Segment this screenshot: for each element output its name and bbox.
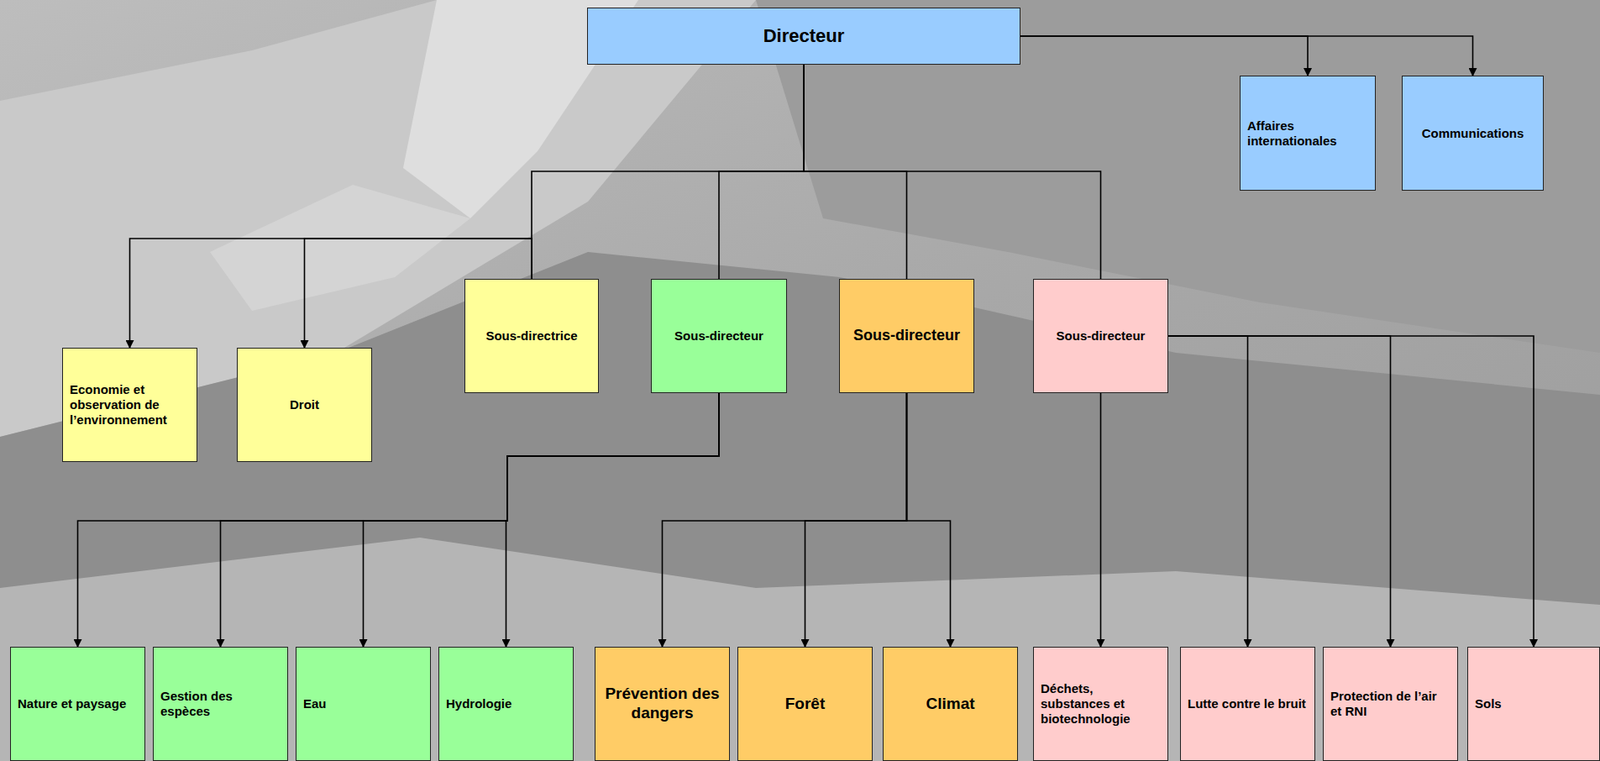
connector bbox=[1168, 335, 1391, 647]
connector bbox=[803, 64, 1102, 279]
box-label: Communications bbox=[1409, 125, 1537, 142]
connector bbox=[363, 393, 720, 647]
connector bbox=[506, 393, 720, 647]
connector bbox=[662, 393, 908, 647]
connector bbox=[907, 393, 951, 647]
division-box: Droit bbox=[236, 347, 373, 462]
division-box: Climat bbox=[882, 646, 1018, 761]
connector bbox=[1100, 393, 1102, 647]
box-label: Prévention des dangers bbox=[602, 684, 723, 724]
division-box: Eau bbox=[295, 646, 431, 761]
division-box: Forêt bbox=[737, 646, 873, 761]
box-label: Sols bbox=[1474, 696, 1593, 712]
division-box: Sols bbox=[1467, 646, 1600, 761]
box-label: Sous-directrice bbox=[472, 328, 592, 344]
box-label: Climat bbox=[890, 694, 1011, 714]
box-label: Protection de l’air et RNI bbox=[1330, 688, 1451, 719]
box-label: Directeur bbox=[594, 25, 1013, 48]
division-box: Gestion des espèces bbox=[152, 646, 289, 761]
division-box: Economie et observation de l’environneme… bbox=[62, 347, 198, 462]
deputy-box: Sous-directrice bbox=[464, 278, 599, 394]
box-label: Hydrologie bbox=[445, 696, 567, 712]
director-box: Directeur bbox=[587, 7, 1021, 65]
connector bbox=[1020, 36, 1308, 76]
connector bbox=[805, 393, 908, 647]
box-label: Sous-directeur bbox=[846, 326, 967, 346]
connector bbox=[1168, 335, 1249, 647]
box-label: Sous-directeur bbox=[1040, 328, 1161, 344]
deputy-box: Sous-directeur bbox=[650, 278, 787, 394]
connector bbox=[1020, 36, 1474, 76]
connector bbox=[718, 64, 804, 279]
box-label: Eau bbox=[303, 696, 424, 712]
box-label: Nature et paysage bbox=[17, 696, 138, 712]
box-label: Forêt bbox=[744, 694, 866, 714]
box-label: Déchets, substances et biotechnologie bbox=[1040, 681, 1161, 727]
box-label: Economie et observation de l’environneme… bbox=[69, 382, 190, 428]
division-box: Lutte contre le bruit bbox=[1180, 646, 1316, 761]
box-label: Gestion des espèces bbox=[160, 688, 281, 719]
unit-box: Communications bbox=[1401, 75, 1544, 191]
box-label: Affaires internationales bbox=[1247, 118, 1369, 149]
box-label: Droit bbox=[244, 397, 365, 413]
division-box: Hydrologie bbox=[438, 646, 574, 761]
connector bbox=[531, 64, 804, 279]
box-label: Sous-directeur bbox=[658, 328, 780, 344]
unit-box: Affaires internationales bbox=[1239, 75, 1376, 191]
box-label: Lutte contre le bruit bbox=[1187, 696, 1308, 712]
division-box: Protection de l’air et RNI bbox=[1322, 646, 1459, 761]
division-box: Prévention des dangers bbox=[594, 646, 730, 761]
deputy-box: Sous-directeur bbox=[839, 278, 975, 394]
division-box: Déchets, substances et biotechnologie bbox=[1033, 646, 1169, 761]
connector bbox=[1168, 335, 1534, 647]
deputy-box: Sous-directeur bbox=[1033, 278, 1169, 394]
division-box: Nature et paysage bbox=[10, 646, 146, 761]
